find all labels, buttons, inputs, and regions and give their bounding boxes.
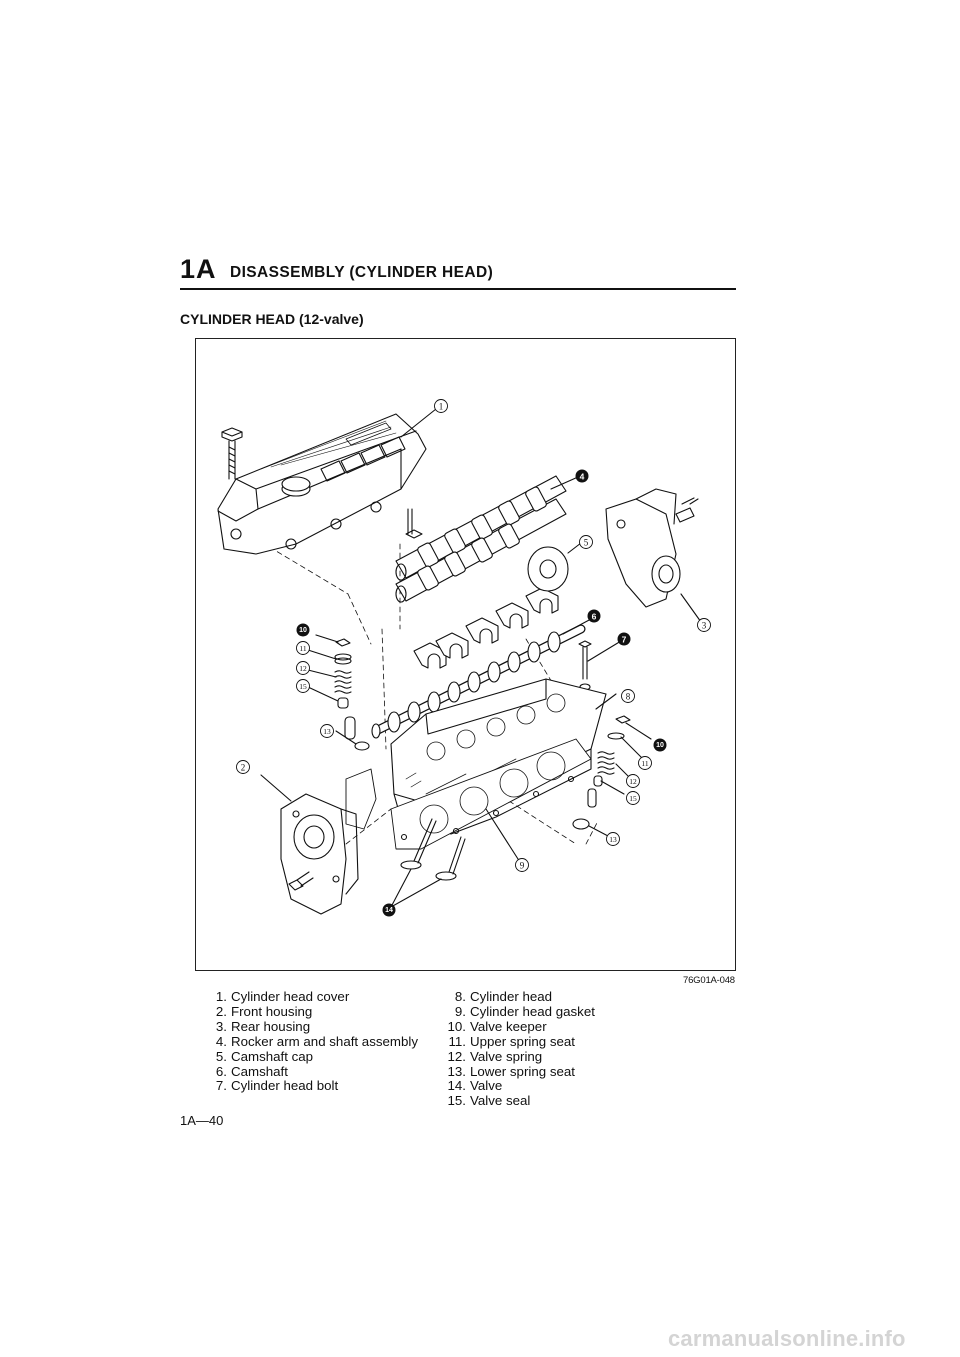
callout-11-left: 11 (296, 641, 310, 655)
section-header: 1A DISASSEMBLY (CYLINDER HEAD) (180, 254, 736, 290)
valves (400, 818, 466, 881)
rocker-arm-assembly (395, 475, 567, 603)
cylinder-head-cover (217, 413, 427, 555)
page-subtitle: CYLINDER HEAD (12-valve) (180, 311, 364, 327)
svg-text:4: 4 (580, 472, 585, 482)
svg-text:14: 14 (385, 907, 393, 914)
watermark: carmanualsonline.info (668, 1326, 906, 1351)
legend-item: 11.Upper spring seat (448, 1033, 575, 1049)
svg-text:12: 12 (299, 664, 307, 673)
callout-4: 4 (575, 469, 589, 483)
callout-10-right: 10 (653, 738, 667, 752)
svg-text:7: 7 (622, 635, 627, 645)
camshaft-seal-plate (527, 546, 569, 592)
svg-text:15: 15 (629, 794, 637, 803)
legend-item: 12.Valve spring (447, 1048, 543, 1064)
callout-2: 2 (236, 760, 250, 774)
legend-item: 3.Rear housing (215, 1018, 311, 1034)
svg-text:5: 5 (584, 538, 589, 548)
svg-text:12: 12 (629, 777, 637, 786)
svg-text:10: 10 (656, 742, 664, 749)
callout-14: 14 (382, 903, 396, 917)
page-number: 1A—40 (180, 1113, 224, 1128)
legend-item: 15.Valve seal (447, 1093, 531, 1109)
legend-item: 8.Cylinder head (454, 989, 553, 1004)
callout-6: 6 (587, 609, 601, 623)
cylinder-head-bolt (578, 640, 592, 691)
svg-text:8: 8 (626, 692, 631, 702)
callout-1: 1 (434, 399, 448, 413)
callout-3: 3 (697, 618, 711, 632)
legend-item: 4.Rocker arm and shaft assembly (215, 1033, 418, 1049)
parts-legend-right: 8.Cylinder head 9.Cylinder head gasket 1… (440, 989, 595, 1109)
right-valve-parts (572, 715, 631, 830)
header-divider (180, 288, 736, 290)
legend-item: 6.Camshaft (215, 1063, 288, 1079)
exploded-view-figure: 1 2 3 5 8 9 11 (195, 338, 736, 971)
legend-item: 14.Valve (447, 1078, 503, 1094)
camshaft-caps (413, 587, 559, 669)
left-valve-parts (334, 638, 370, 751)
svg-text:6: 6 (592, 612, 597, 622)
callout-8: 8 (621, 689, 635, 703)
parts-legend-left: 1.Cylinder head cover 2.Front housing 3.… (201, 989, 418, 1094)
svg-text:11: 11 (299, 644, 306, 653)
svg-text:13: 13 (609, 835, 617, 844)
section-title: DISASSEMBLY (CYLINDER HEAD) (230, 264, 494, 281)
callout-7: 7 (617, 632, 631, 646)
rear-housing (605, 488, 699, 608)
callout-10-left: 10 (296, 623, 310, 637)
callout-11-right: 11 (638, 756, 652, 770)
callout-5: 5 (579, 535, 593, 549)
callout-9: 9 (515, 858, 529, 872)
legend-item: 13.Lower spring seat (447, 1063, 575, 1079)
svg-text:13: 13 (323, 727, 331, 736)
cylinder-head-gasket (390, 738, 592, 850)
legend-item: 1.Cylinder head cover (215, 989, 350, 1004)
svg-text:2: 2 (241, 763, 246, 773)
front-housing (280, 793, 359, 915)
callout-15-right: 15 (626, 791, 640, 805)
callout-13-right: 13 (606, 832, 620, 846)
legend-item: 2.Front housing (215, 1003, 313, 1019)
svg-text:9: 9 (520, 861, 525, 871)
svg-text:3: 3 (702, 621, 707, 631)
svg-text:11: 11 (641, 759, 648, 768)
callout-12-left: 12 (296, 661, 310, 675)
figure-code: 76G01A-048 (683, 975, 735, 986)
svg-text:1: 1 (439, 402, 444, 412)
section-code: 1A (180, 254, 217, 284)
svg-text:10: 10 (299, 627, 307, 634)
cover-bolt (221, 427, 243, 480)
legend-item: 7.Cylinder head bolt (215, 1078, 339, 1094)
svg-text:15: 15 (299, 682, 307, 691)
exploded-view-drawing: 1 2 3 5 8 9 11 (217, 399, 711, 917)
camshaft (371, 624, 586, 739)
callout-12-right: 12 (626, 774, 640, 788)
callout-13-left: 13 (320, 724, 334, 738)
legend-item: 5.Camshaft cap (215, 1048, 314, 1064)
callout-15-left: 15 (296, 679, 310, 693)
legend-item: 10.Valve keeper (447, 1018, 547, 1034)
legend-item: 9.Cylinder head gasket (454, 1003, 595, 1019)
